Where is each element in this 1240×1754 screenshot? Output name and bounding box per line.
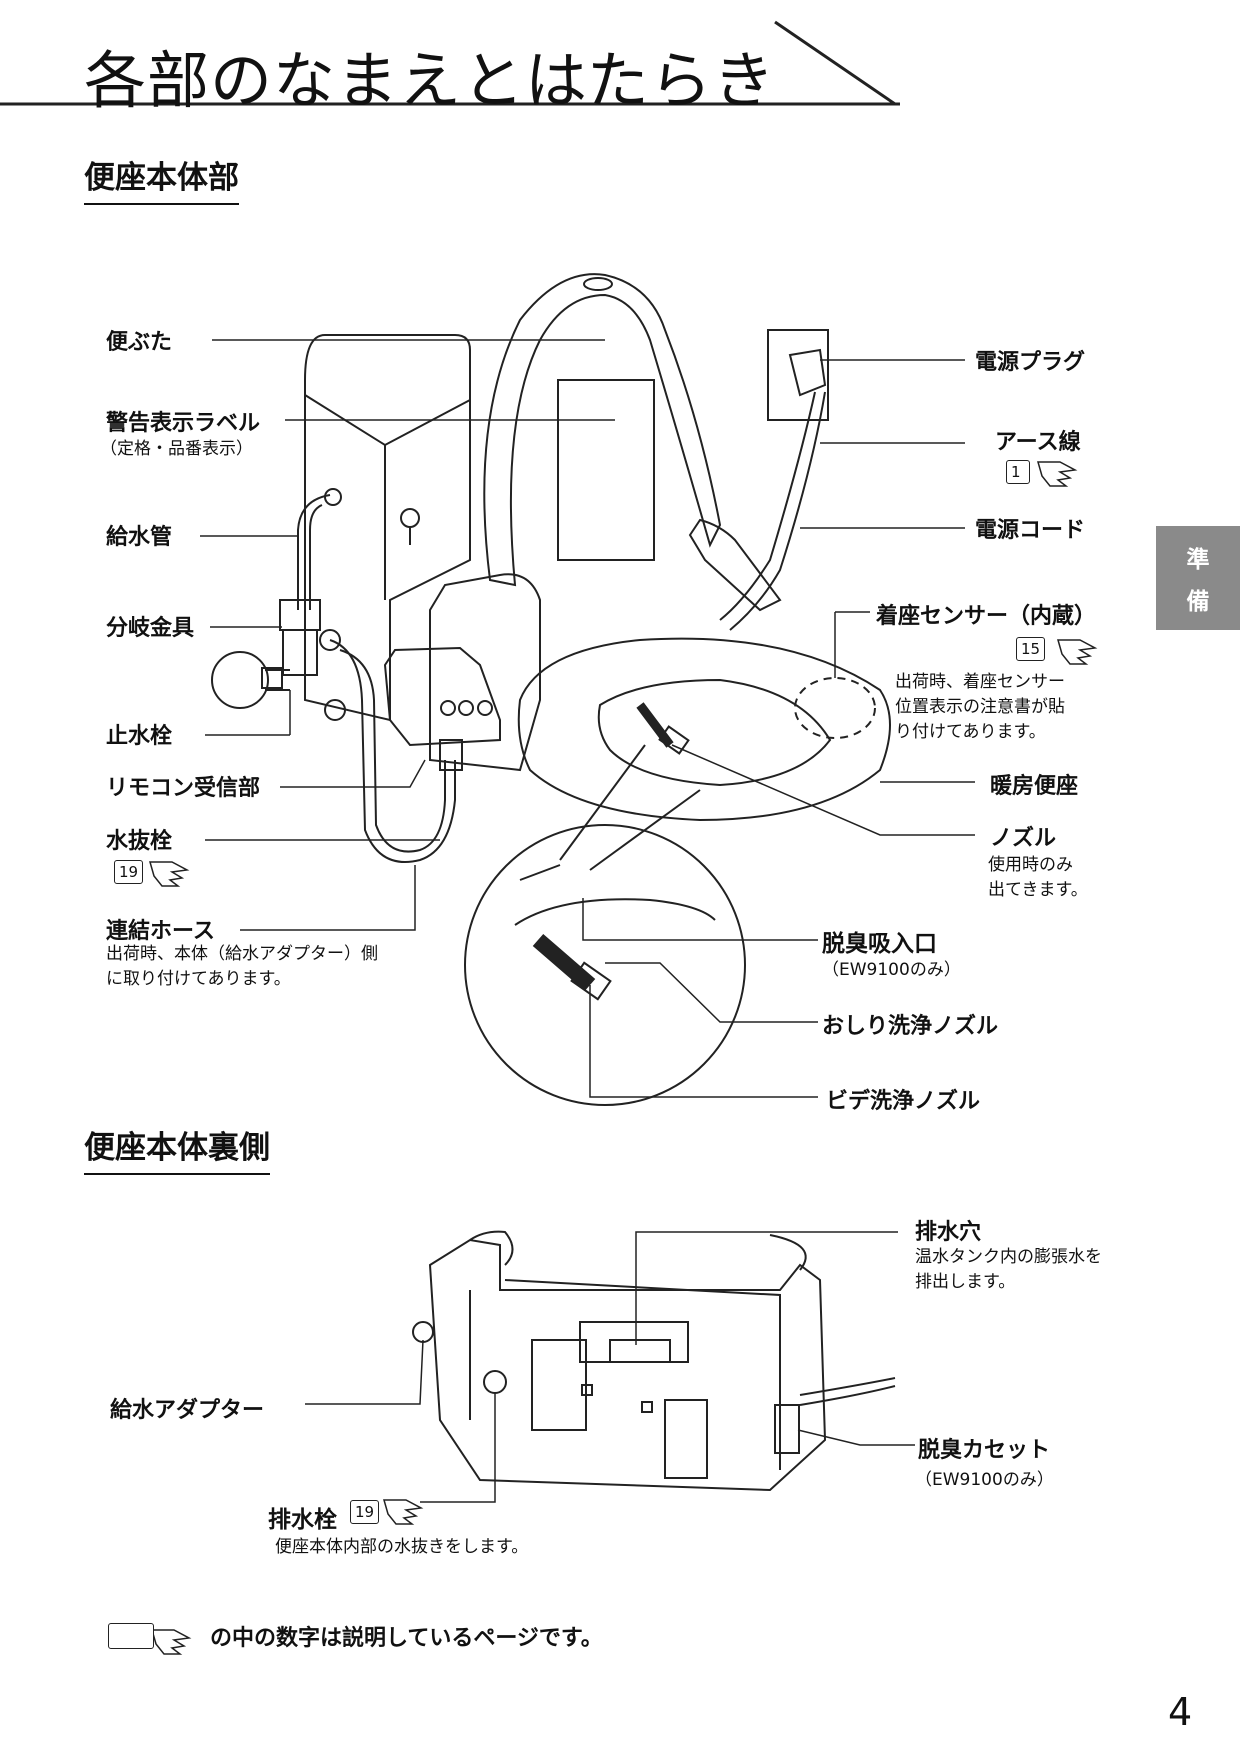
label-bidet-nozzle: ビデ洗浄ノズル bbox=[826, 1089, 981, 1114]
label-stop-valve: 止水栓 bbox=[106, 724, 173, 749]
label-lid: 便ぶた bbox=[106, 330, 173, 355]
label-heated-seat: 暖房便座 bbox=[990, 774, 1079, 799]
label-earth-wire: アース線 bbox=[995, 430, 1081, 455]
section-heading-back: 便座本体裏側 bbox=[84, 1122, 270, 1175]
label-drain-plug: 水抜栓 bbox=[106, 829, 173, 854]
legend-text: の中の数字は説明しているページです。 bbox=[210, 1626, 603, 1651]
label-warning: 警告表示ラベル bbox=[106, 411, 261, 436]
side-tab: 準 備 bbox=[1156, 526, 1240, 630]
label-rear-nozzle: おしり洗浄ノズル bbox=[822, 1014, 999, 1039]
page-ref-number: 15 bbox=[1016, 637, 1046, 661]
label-supply-adapter: 給水アダプター bbox=[110, 1398, 265, 1423]
label-hose: 連結ホース bbox=[106, 919, 215, 944]
label-supply-pipe: 給水管 bbox=[106, 525, 173, 550]
label-deodor-inlet: 脱臭吸入口 bbox=[822, 931, 937, 957]
label-power-cord: 電源コード bbox=[975, 518, 1086, 543]
label-deodor-cassette-sub: （EW9100のみ） bbox=[915, 1470, 1054, 1490]
label-nozzle-note: 使用時のみ bbox=[988, 855, 1073, 875]
label-drain-hole: 排水穴 bbox=[915, 1220, 982, 1245]
label-drain-valve: 排水栓 bbox=[268, 1507, 337, 1533]
label-seat-sensor-note: 出荷時、着座センサー bbox=[895, 672, 1065, 692]
page-ref: 19 bbox=[114, 860, 144, 884]
label-remote-receiver: リモコン受信部 bbox=[106, 776, 261, 801]
page-ref-number: 19 bbox=[114, 860, 144, 884]
label-hose-note: 出荷時、本体（給水アダプター）側 bbox=[106, 944, 378, 964]
label-deodor-inlet-sub: （EW9100のみ） bbox=[822, 960, 961, 980]
side-tab-char: 準 bbox=[1186, 547, 1210, 573]
label-seat-sensor-note: り付けてあります。 bbox=[895, 722, 1046, 742]
page-ref-number: 1 bbox=[1006, 460, 1030, 484]
label-nozzle: ノズル bbox=[990, 826, 1057, 851]
label-seat-sensor-note: 位置表示の注意書が貼 bbox=[895, 697, 1065, 717]
label-drain-hole-note: 温水タンク内の膨張水を bbox=[915, 1247, 1102, 1267]
label-branch-fitting: 分岐金具 bbox=[106, 616, 195, 641]
page-ref: 1 bbox=[1006, 460, 1030, 484]
section-heading-body: 便座本体部 bbox=[84, 152, 239, 205]
legend-ref-box bbox=[108, 1623, 154, 1649]
page-title: 各部のなまえとはたらき bbox=[84, 44, 776, 117]
label-deodor-cassette: 脱臭カセット bbox=[918, 1438, 1051, 1463]
page-ref: 15 bbox=[1016, 637, 1046, 661]
legend: の中の数字は説明しているページです。 bbox=[108, 1620, 603, 1652]
label-hose-note: に取り付けてあります。 bbox=[106, 969, 291, 989]
page-ref: 19 bbox=[350, 1500, 380, 1524]
label-warning-sub: （定格・品番表示） bbox=[100, 439, 253, 459]
page-number: 4 bbox=[1168, 1690, 1193, 1734]
label-drain-hole-note: 排出します。 bbox=[915, 1272, 1016, 1292]
label-drain-valve-note: 便座本体内部の水抜きをします。 bbox=[275, 1537, 529, 1557]
label-nozzle-note: 出てきます。 bbox=[988, 880, 1088, 900]
page-ref-number: 19 bbox=[350, 1500, 380, 1524]
label-seat-sensor: 着座センサー（内蔵） bbox=[876, 604, 1097, 629]
label-power-plug: 電源プラグ bbox=[975, 350, 1086, 375]
side-tab-char: 備 bbox=[1186, 589, 1210, 615]
